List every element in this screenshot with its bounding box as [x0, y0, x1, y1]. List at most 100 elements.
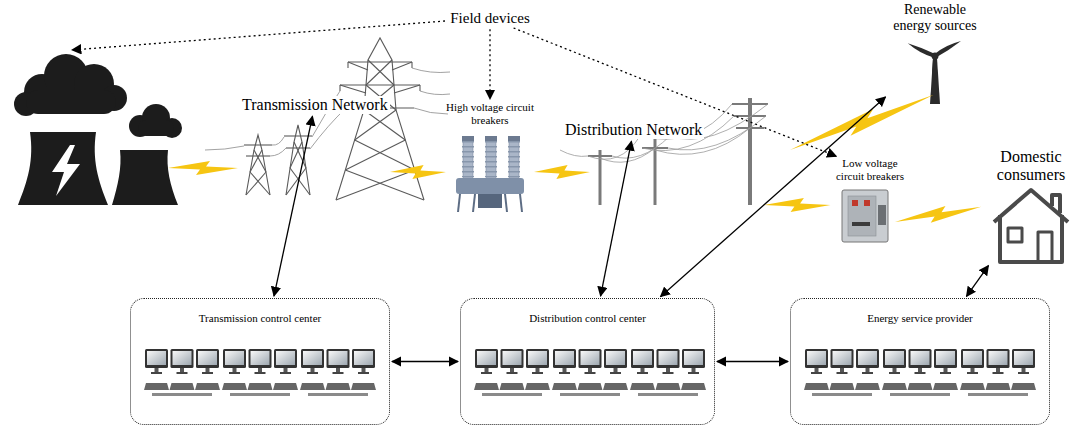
computer-cluster — [552, 349, 628, 396]
transmission-tower — [411, 62, 412, 68]
transmission-tower — [244, 38, 424, 200]
high-voltage-breaker — [478, 194, 502, 208]
connector-arrow — [489, 29, 490, 99]
wind-turbine — [907, 39, 962, 104]
connectors — [274, 28, 988, 362]
transmission-tower — [345, 170, 424, 200]
low-voltage-breaker — [852, 222, 870, 226]
energy-flow-bolt — [534, 165, 590, 179]
transmission-tower — [250, 172, 270, 195]
power-line — [420, 91, 450, 95]
connector-arrow — [392, 361, 458, 362]
energy-flow-bolt — [168, 87, 982, 229]
transmission-tower — [336, 170, 415, 200]
energy-flow-bolt — [787, 87, 937, 158]
transmission-tower — [348, 62, 368, 70]
power-plant — [14, 54, 127, 116]
transmission-tower — [355, 140, 415, 170]
transmission-tower — [339, 85, 340, 91]
low-voltage-breaker — [848, 196, 876, 236]
network-label-text: Distribution Network — [563, 121, 704, 139]
power-line — [205, 68, 450, 156]
field-label: Field devices — [450, 10, 530, 27]
power-line — [272, 137, 284, 145]
high-voltage-breaker — [456, 136, 524, 212]
high-voltage-breaker — [508, 136, 520, 141]
control-center-box: Energy service provider — [790, 298, 1050, 425]
distribution-pole — [588, 155, 612, 157]
control-center-box: Transmission control center — [130, 298, 390, 425]
field-label-text: Field devices — [450, 10, 530, 27]
transmission-tower — [419, 85, 420, 91]
device-label: Low voltage circuit breakers — [830, 157, 910, 182]
power-line — [414, 108, 448, 114]
house-icon — [1038, 232, 1052, 262]
device-label-text: Low voltage circuit breakers — [830, 157, 910, 182]
distribution-pole — [654, 130, 657, 205]
power-line — [205, 146, 244, 150]
low-voltage-breaker — [842, 190, 888, 242]
transmission-tower — [392, 62, 412, 70]
energy-flow-bolt — [764, 198, 831, 212]
wind-turbine — [931, 56, 938, 86]
high-voltage-breaker — [485, 141, 497, 177]
computer-cluster — [474, 349, 550, 396]
computer-cluster — [960, 349, 1036, 396]
connector-arrow — [514, 28, 837, 156]
leader-arrow — [72, 21, 445, 50]
power-plant — [52, 145, 80, 196]
computer-cluster — [882, 349, 958, 396]
transmission-tower — [394, 85, 420, 93]
transmission-tower — [246, 155, 270, 156]
power-plant — [14, 54, 182, 205]
power-line — [270, 148, 286, 156]
computer-cluster — [630, 349, 706, 396]
source-label-text: Renewable energy sources — [887, 2, 983, 34]
power-plant — [112, 150, 178, 205]
power-line — [412, 68, 450, 73]
wind-turbine — [932, 53, 939, 60]
high-voltage-breaker — [462, 141, 474, 177]
computer-cluster — [144, 349, 1036, 396]
low-voltage-breaker — [878, 205, 886, 225]
power-plant — [129, 104, 182, 138]
low-voltage-breaker — [842, 190, 888, 242]
computer-cluster — [222, 349, 298, 396]
source-label: Renewable energy sources — [887, 2, 983, 104]
house-icon — [1008, 228, 1022, 242]
wind-turbine — [907, 42, 936, 59]
high-voltage-breaker — [485, 136, 497, 141]
low-voltage-breaker — [864, 200, 870, 206]
network-label: Distribution Network — [563, 121, 704, 139]
computer-cluster — [300, 349, 376, 396]
high-voltage-breaker — [458, 194, 460, 212]
consumer-label: Domestic consumers — [988, 148, 1074, 264]
connector-arrow — [717, 361, 788, 362]
transmission-tower — [246, 172, 266, 195]
transmission-tower — [364, 110, 405, 140]
power-plant — [14, 54, 127, 116]
consumer-label-text: Domestic consumers — [988, 148, 1074, 185]
transmission-tower — [366, 60, 392, 85]
network-label: Transmission Network — [240, 96, 390, 114]
transmission-tower — [355, 110, 396, 140]
low-voltage-breaker — [852, 200, 858, 206]
high-voltage-breaker — [508, 141, 520, 177]
house-icon — [994, 190, 1068, 262]
transmission-tower — [347, 62, 348, 68]
transmission-tower — [340, 84, 420, 85]
energy-flow-bolt — [894, 200, 983, 229]
high-voltage-breaker — [456, 178, 524, 194]
box-title: Transmission control center — [131, 312, 389, 325]
power-line — [560, 150, 588, 156]
transmission-tower — [368, 60, 394, 85]
house-icon — [1000, 215, 1062, 262]
computer-cluster — [804, 349, 880, 396]
energy-flow-bolt — [390, 165, 446, 179]
transmission-tower — [340, 85, 366, 93]
energy-flow-bolt — [168, 161, 238, 175]
transmission-tower — [246, 135, 270, 195]
